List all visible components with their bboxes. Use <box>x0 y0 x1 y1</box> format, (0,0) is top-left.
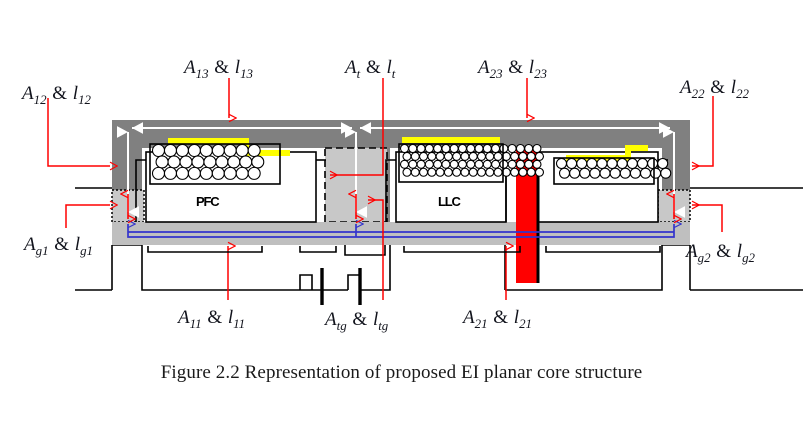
winding-boxes <box>149 143 655 185</box>
annotation-label-a21: A21 & l21 <box>463 307 532 331</box>
figure-caption: Figure 2.2 Representation of proposed EI… <box>160 362 643 383</box>
annotation-label-a13: A13 & l13 <box>184 57 253 81</box>
aux-winding <box>555 157 672 179</box>
annotation-label-a22: A22 & l22 <box>680 77 749 101</box>
flux-path-lines <box>127 224 674 238</box>
core-region-label-llc: LLC <box>438 194 461 209</box>
capacitor-symbol <box>320 268 362 305</box>
annotation-label-at: At & lt <box>345 57 396 81</box>
annotation-label-a12: A12 & l12 <box>22 83 91 107</box>
board-outline-lines <box>75 187 803 291</box>
core-region-label-pfc: PFC <box>196 194 220 209</box>
i-core-bottom-plate <box>112 222 690 245</box>
gap-dimension-arrows <box>128 194 674 219</box>
leader-lines <box>47 78 723 300</box>
annotation-label-a11: A11 & l11 <box>178 307 246 331</box>
annotation-label-a23: A23 & l23 <box>478 57 547 81</box>
annotation-label-ag1: Ag1 & lg1 <box>24 234 93 258</box>
coil-windings <box>151 143 672 180</box>
bobbin-outline <box>111 244 691 291</box>
annotation-label-atg: Atg & ltg <box>325 309 389 333</box>
pfc-winding <box>151 143 265 180</box>
annotation-label-ag2: Ag2 & lg2 <box>686 241 755 265</box>
llc-winding <box>399 143 545 177</box>
bottom-segment-brackets <box>147 246 661 253</box>
